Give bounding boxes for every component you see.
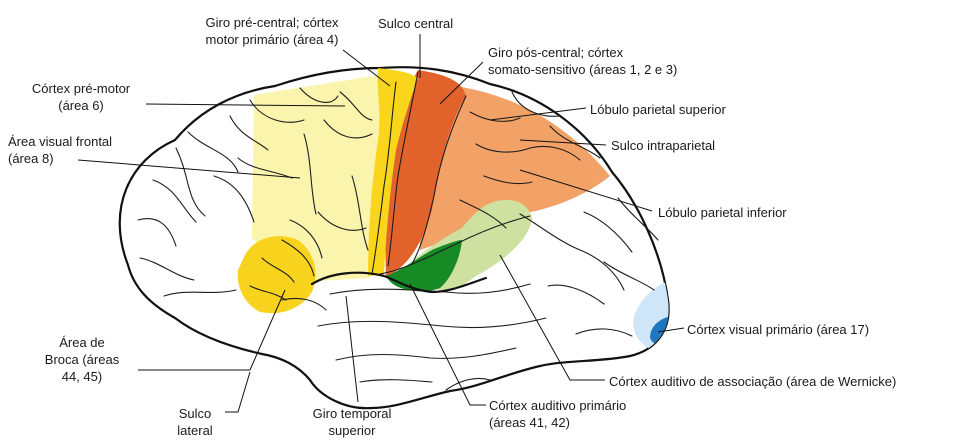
label-primary-auditory-cortex: Córtex auditivo primário (áreas 41, 42) [489, 397, 626, 431]
label-superior-temporal-gyrus: Giro temporal superior [292, 405, 412, 439]
label-inferior-parietal-lobule: Lóbulo parietal inferior [658, 204, 787, 221]
label-precentral-gyrus: Giro pré-central; córtex motor primário … [172, 14, 372, 48]
label-intraparietal-sulcus: Sulco intraparietal [611, 137, 715, 154]
label-superior-parietal-lobule: Lóbulo parietal superior [590, 101, 726, 118]
label-premotor-cortex: Córtex pré-motor (área 6) [13, 80, 149, 114]
label-auditory-association-cortex: Córtex auditivo de associação (área de W… [609, 373, 896, 390]
label-lateral-sulcus: Sulco lateral [160, 405, 230, 439]
label-postcentral-gyrus: Giro pós-central; córtex somato-sensitiv… [488, 44, 677, 78]
label-primary-visual-cortex: Córtex visual primário (área 17) [687, 321, 869, 338]
label-broca-area: Área de Broca (áreas 44, 45) [28, 334, 136, 385]
label-frontal-visual-area: Área visual frontal (área 8) [8, 133, 112, 167]
label-central-sulcus: Sulco central [378, 15, 453, 32]
